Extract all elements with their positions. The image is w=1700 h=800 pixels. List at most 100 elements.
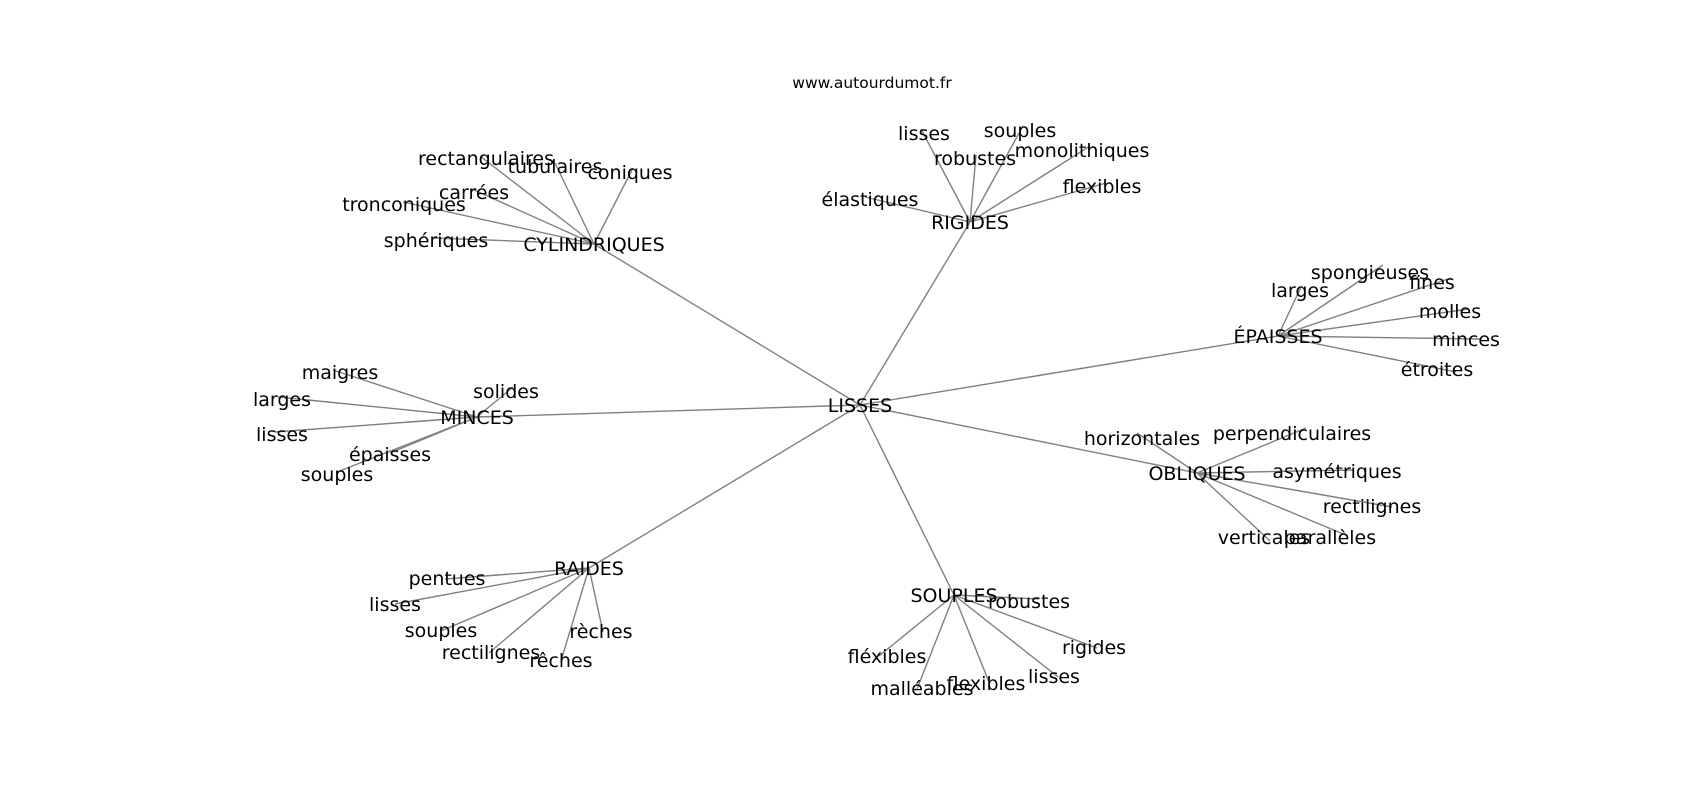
cluster-label-obliques: OBLIQUES xyxy=(1148,463,1245,485)
edge-cylindriques-child xyxy=(402,201,595,245)
leaf-label: lisses xyxy=(898,123,950,145)
root-node-label: LISSES xyxy=(828,395,892,417)
edge-raides-child xyxy=(440,567,590,632)
leaf-label: rèches xyxy=(569,621,632,643)
leaf-label: perpendiculaires xyxy=(1213,423,1371,445)
leaf-label: larges xyxy=(1271,280,1329,302)
edge-root-epaisses xyxy=(859,335,1279,406)
edge-souples-child xyxy=(953,594,990,683)
edge-obliques-child xyxy=(1136,432,1198,474)
edge-minces-child xyxy=(274,416,478,433)
edge-minces-child xyxy=(476,386,514,418)
leaf-label: robustes xyxy=(934,148,1016,170)
edge-root-obliques xyxy=(859,404,1198,474)
leaf-label: tronconiques xyxy=(342,194,466,216)
edge-root-rigides xyxy=(859,221,971,406)
edge-epaisses-child xyxy=(1277,264,1384,337)
edge-obliques-child xyxy=(1196,472,1271,542)
edge-rigides-child xyxy=(969,154,977,223)
edge-minces-child xyxy=(336,416,478,473)
leaf-label: souples xyxy=(301,464,374,486)
edge-souples-child xyxy=(953,594,1098,649)
leaf-label: robustes xyxy=(988,591,1070,613)
edge-cylindriques-child xyxy=(593,167,634,245)
leaf-label: rêches xyxy=(529,650,592,672)
edge-epaisses-child xyxy=(1277,277,1452,337)
source-url: www.autourdumot.fr xyxy=(792,74,952,92)
leaf-label: épaisses xyxy=(349,444,431,466)
edge-raides-child xyxy=(444,567,590,580)
leaf-label: rectangulaires xyxy=(418,148,554,170)
leaf-label: horizontales xyxy=(1084,428,1200,450)
cluster-label-souples: SOUPLES xyxy=(910,585,997,607)
leaf-label: malléables xyxy=(871,678,974,700)
edge-raides-child xyxy=(588,567,604,633)
edge-minces-child xyxy=(277,396,478,418)
edge-rigides-child xyxy=(864,196,971,223)
edge-epaisses-child xyxy=(1277,335,1481,340)
leaf-label: larges xyxy=(253,389,311,411)
leaf-label: carrées xyxy=(439,182,509,204)
leaf-label: flexibles xyxy=(1063,176,1142,198)
cluster-label-epaisses: ÉPAISSES xyxy=(1233,325,1322,348)
edge-epaisses-child xyxy=(1277,308,1470,337)
leaf-label: fines xyxy=(1409,272,1455,294)
leaf-label: monolithiques xyxy=(1015,140,1150,162)
edge-obliques-child xyxy=(1196,469,1355,474)
edge-rigides-child xyxy=(969,145,1091,223)
edge-raides-child xyxy=(560,567,590,662)
edge-cylindriques-child xyxy=(554,162,595,245)
leaf-label: coniques xyxy=(587,162,672,184)
cluster-label-cylindriques: CYLINDRIQUES xyxy=(523,234,664,256)
leaf-label: solides xyxy=(473,381,539,403)
leaf-label: lisses xyxy=(256,424,308,446)
leaf-label: molles xyxy=(1419,301,1481,323)
edge-cylindriques-child xyxy=(479,155,595,245)
edge-raides-child xyxy=(488,567,590,654)
edge-obliques-child xyxy=(1196,472,1349,537)
edge-root-minces xyxy=(476,404,861,418)
edge-rigides-child xyxy=(920,128,971,223)
cluster-label-minces: MINCES xyxy=(440,407,514,429)
leaf-label: sphériques xyxy=(384,230,488,252)
edge-cylindriques-child xyxy=(432,237,595,245)
leaf-label: lisses xyxy=(1028,666,1080,688)
edge-epaisses-child xyxy=(1277,335,1457,373)
leaf-label: rigides xyxy=(1062,637,1126,659)
leaf-label: flexibles xyxy=(947,673,1026,695)
edge-obliques-child xyxy=(1196,472,1393,508)
edges-layer xyxy=(274,125,1481,690)
edge-minces-child xyxy=(332,369,478,418)
cluster-label-rigides: RIGIDES xyxy=(931,212,1009,234)
leaf-label: maigres xyxy=(302,362,378,384)
leaf-label: rectilignes xyxy=(1323,496,1422,518)
leaf-label: élastiques xyxy=(822,189,919,211)
leaf-label: asymétriques xyxy=(1272,461,1401,483)
leaf-label: lisses xyxy=(369,594,421,616)
labels-layer: LISSES CYLINDRIQUES rectangulairestubulai… xyxy=(253,120,1500,700)
edge-souples-child xyxy=(916,594,955,690)
edge-souples-child xyxy=(878,594,955,657)
leaf-label: verticales xyxy=(1218,527,1310,549)
edge-root-cylindriques xyxy=(593,243,861,406)
edge-root-raides xyxy=(588,404,861,569)
leaf-label: rectilignes xyxy=(442,642,541,664)
leaf-label: pentues xyxy=(409,568,486,590)
edge-obliques-child xyxy=(1196,427,1307,474)
leaf-label: minces xyxy=(1432,329,1500,351)
edge-raides-child xyxy=(394,567,590,605)
edge-root-souples xyxy=(859,404,955,596)
edge-epaisses-child xyxy=(1277,286,1302,337)
edge-souples-child xyxy=(953,594,1059,678)
cluster-label-raides: RAIDES xyxy=(554,558,624,580)
edge-cylindriques-child xyxy=(471,188,595,245)
leaf-label: étroites xyxy=(1401,359,1473,381)
leaf-label: spongieuses xyxy=(1311,262,1429,284)
edge-rigides-child xyxy=(969,182,1107,223)
leaf-label: tubulaires xyxy=(508,156,603,178)
edge-rigides-child xyxy=(969,125,1024,223)
leaf-label: souples xyxy=(984,120,1057,142)
leaf-label: fléxibles xyxy=(848,646,927,668)
edge-souples-child xyxy=(953,594,1039,600)
